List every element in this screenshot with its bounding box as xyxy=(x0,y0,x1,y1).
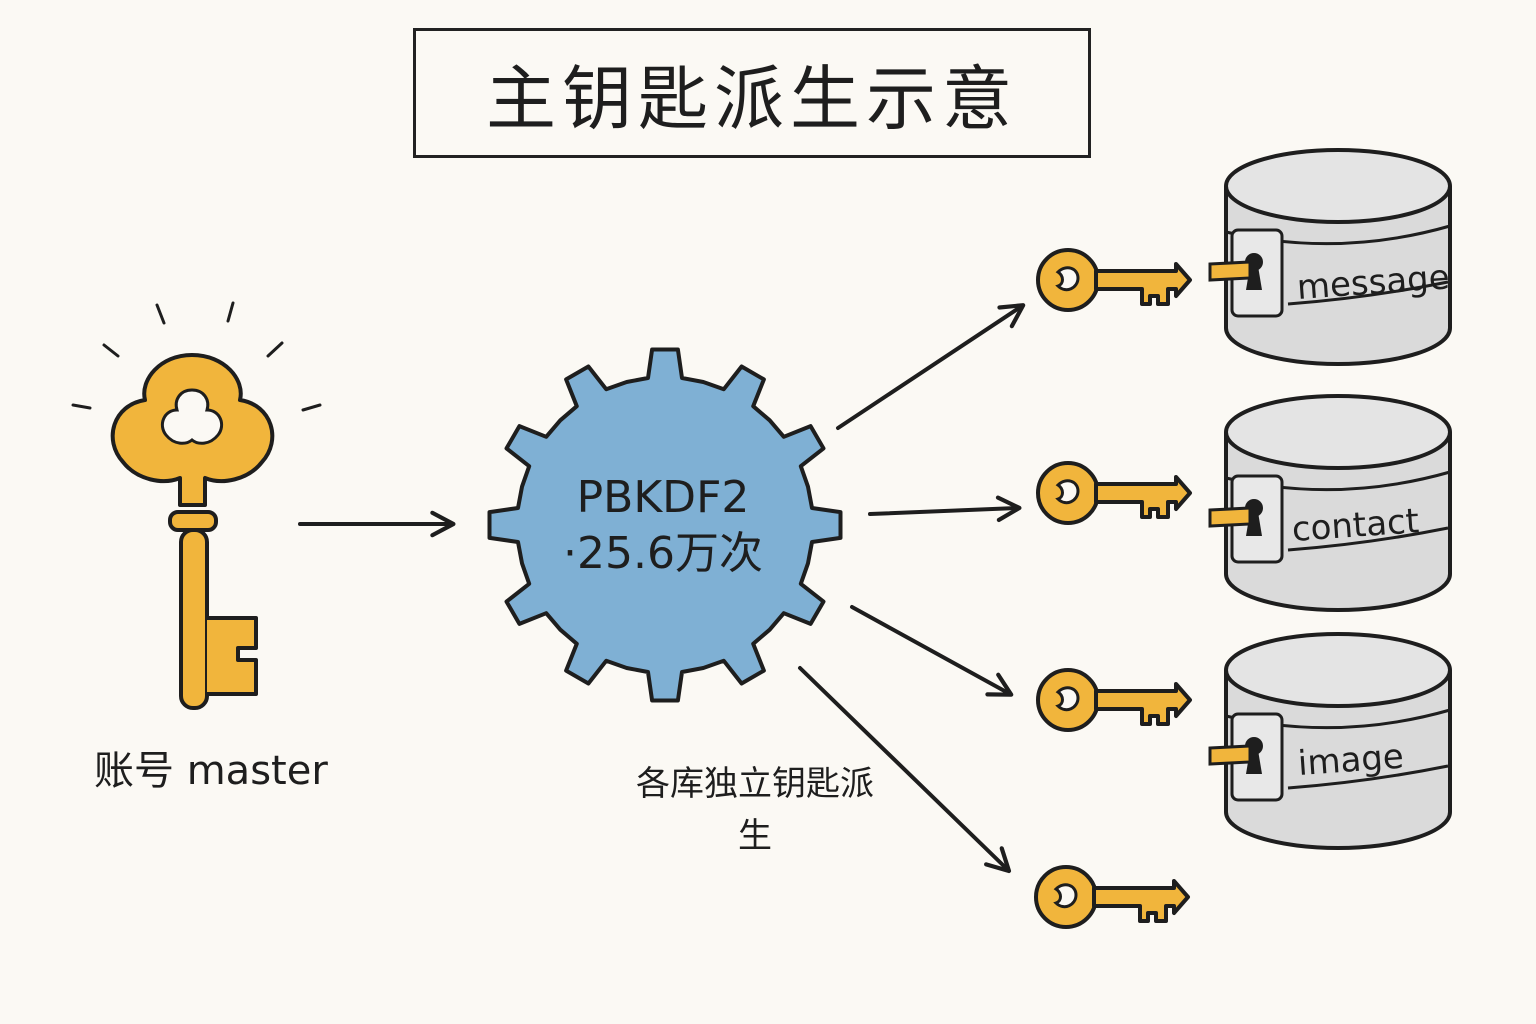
derived-key-icon xyxy=(1036,461,1192,525)
kdf-algorithm: PBKDF2 xyxy=(576,472,750,523)
arrow-to-key-4 xyxy=(798,666,1012,874)
derive-arrows xyxy=(798,303,1026,874)
derived-key-icon xyxy=(1036,668,1192,732)
arrow-to-key-2 xyxy=(868,495,1022,523)
database-cylinders xyxy=(1208,148,1452,850)
title-text: 主钥匙派生示意 xyxy=(486,57,1018,140)
arrow-to-key-3 xyxy=(850,605,1014,697)
database-cylinder xyxy=(1208,148,1452,366)
kdf-iterations: ·25.6万次 xyxy=(563,528,763,579)
gear-icon xyxy=(487,347,843,703)
db-label-image: image xyxy=(1296,736,1406,784)
arrow-to-key-1 xyxy=(836,303,1026,430)
page-title: 主钥匙派生示意 xyxy=(413,28,1091,158)
master-key-label: 账号 master xyxy=(94,748,328,794)
derived-key-icon xyxy=(1036,248,1192,312)
master-key-icon xyxy=(71,301,322,710)
kdf-label: PBKDF2 ·25.6万次 xyxy=(528,470,798,582)
database-cylinder xyxy=(1208,632,1452,850)
derived-keys xyxy=(1034,248,1192,929)
database-cylinder xyxy=(1208,394,1452,612)
derived-key-icon xyxy=(1034,865,1190,929)
glow-rays xyxy=(71,301,322,412)
derivation-note: 各库独立钥匙派生 xyxy=(636,764,874,856)
